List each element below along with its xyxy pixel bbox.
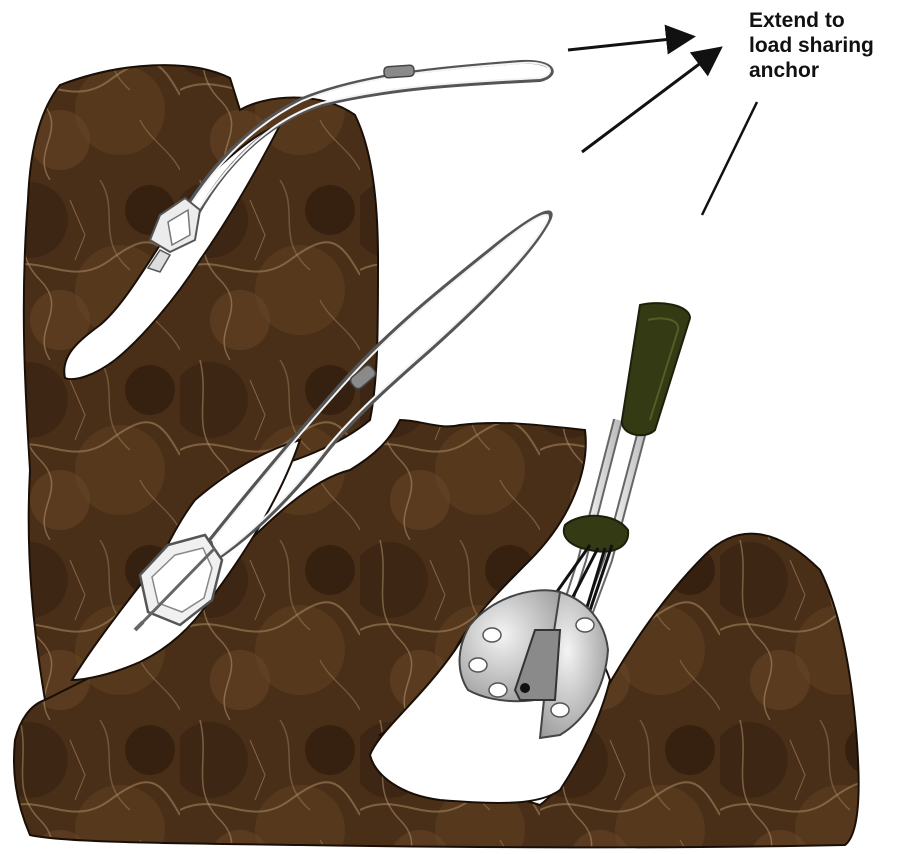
label-line-1: Extend to	[749, 8, 899, 33]
label-line-2: load sharing	[749, 33, 899, 58]
extend-to-anchor-label: Extend to load sharing anchor	[749, 8, 899, 83]
arrow-line-middle	[582, 50, 718, 152]
label-line-3: anchor	[749, 58, 899, 83]
arrow-line-top	[568, 37, 690, 50]
line-from-cam	[702, 102, 757, 215]
